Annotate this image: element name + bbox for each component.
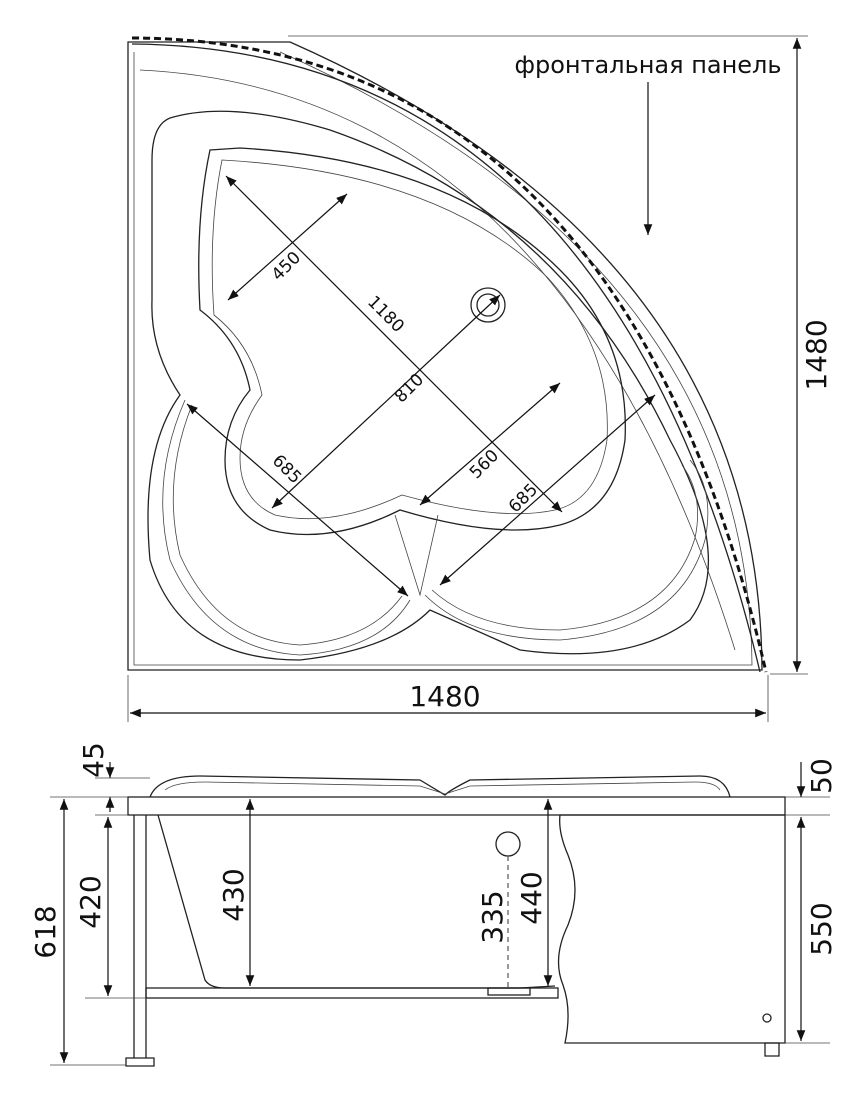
rim-lip-inner — [164, 781, 721, 795]
rim-lip-profile — [149, 775, 731, 798]
dim-label-335: 335 — [476, 890, 509, 943]
bath-bowl-outline — [198, 147, 626, 536]
bath-shell-outline — [147, 110, 710, 661]
dim-label-430: 430 — [217, 868, 250, 921]
dim-label-height-1480: 1480 — [800, 319, 833, 390]
front-panel-side — [557, 814, 786, 1044]
dim-label-560: 560 — [466, 446, 503, 483]
dim-label-685-right: 685 — [505, 480, 542, 517]
side-view: 45 618 420 430 335 440 50 550 — [29, 742, 838, 1067]
dim-label-550: 550 — [805, 902, 838, 955]
panel-screw — [762, 1013, 772, 1023]
dim-label-1180: 1180 — [363, 292, 408, 337]
dim-label-450: 450 — [268, 248, 305, 285]
right-foot — [764, 1042, 780, 1057]
dim-label-width-1480: 1480 — [409, 680, 480, 713]
left-lobe-inner — [172, 404, 403, 646]
front-panel-label: фронтальная панель — [514, 51, 781, 79]
dim-label-618: 618 — [29, 905, 62, 958]
drain-fitting — [487, 987, 531, 996]
right-lobe-outline — [424, 459, 709, 641]
left-foot — [125, 1057, 155, 1067]
dim-line-560 — [419, 382, 561, 506]
frame-bottom-bar — [145, 987, 559, 999]
top-view: 1180 450 810 560 685 685 фронтальная пан… — [127, 35, 833, 722]
center-ridge — [394, 514, 439, 597]
dim-line-685-left — [186, 403, 409, 597]
left-lobe-outline — [162, 399, 411, 656]
rim-plate — [127, 796, 786, 816]
dim-label-45: 45 — [77, 742, 110, 778]
dim-label-810: 810 — [391, 370, 428, 407]
dim-label-50: 50 — [805, 758, 838, 794]
tub-rim-line — [133, 51, 753, 666]
overflow-hole — [495, 831, 521, 857]
tub-outer-outline — [127, 41, 763, 671]
dim-line-685-right — [439, 394, 656, 586]
dim-label-440: 440 — [515, 871, 548, 924]
dim-line-450 — [227, 193, 348, 301]
right-lobe-inner — [431, 464, 698, 631]
dim-label-420: 420 — [74, 875, 107, 928]
